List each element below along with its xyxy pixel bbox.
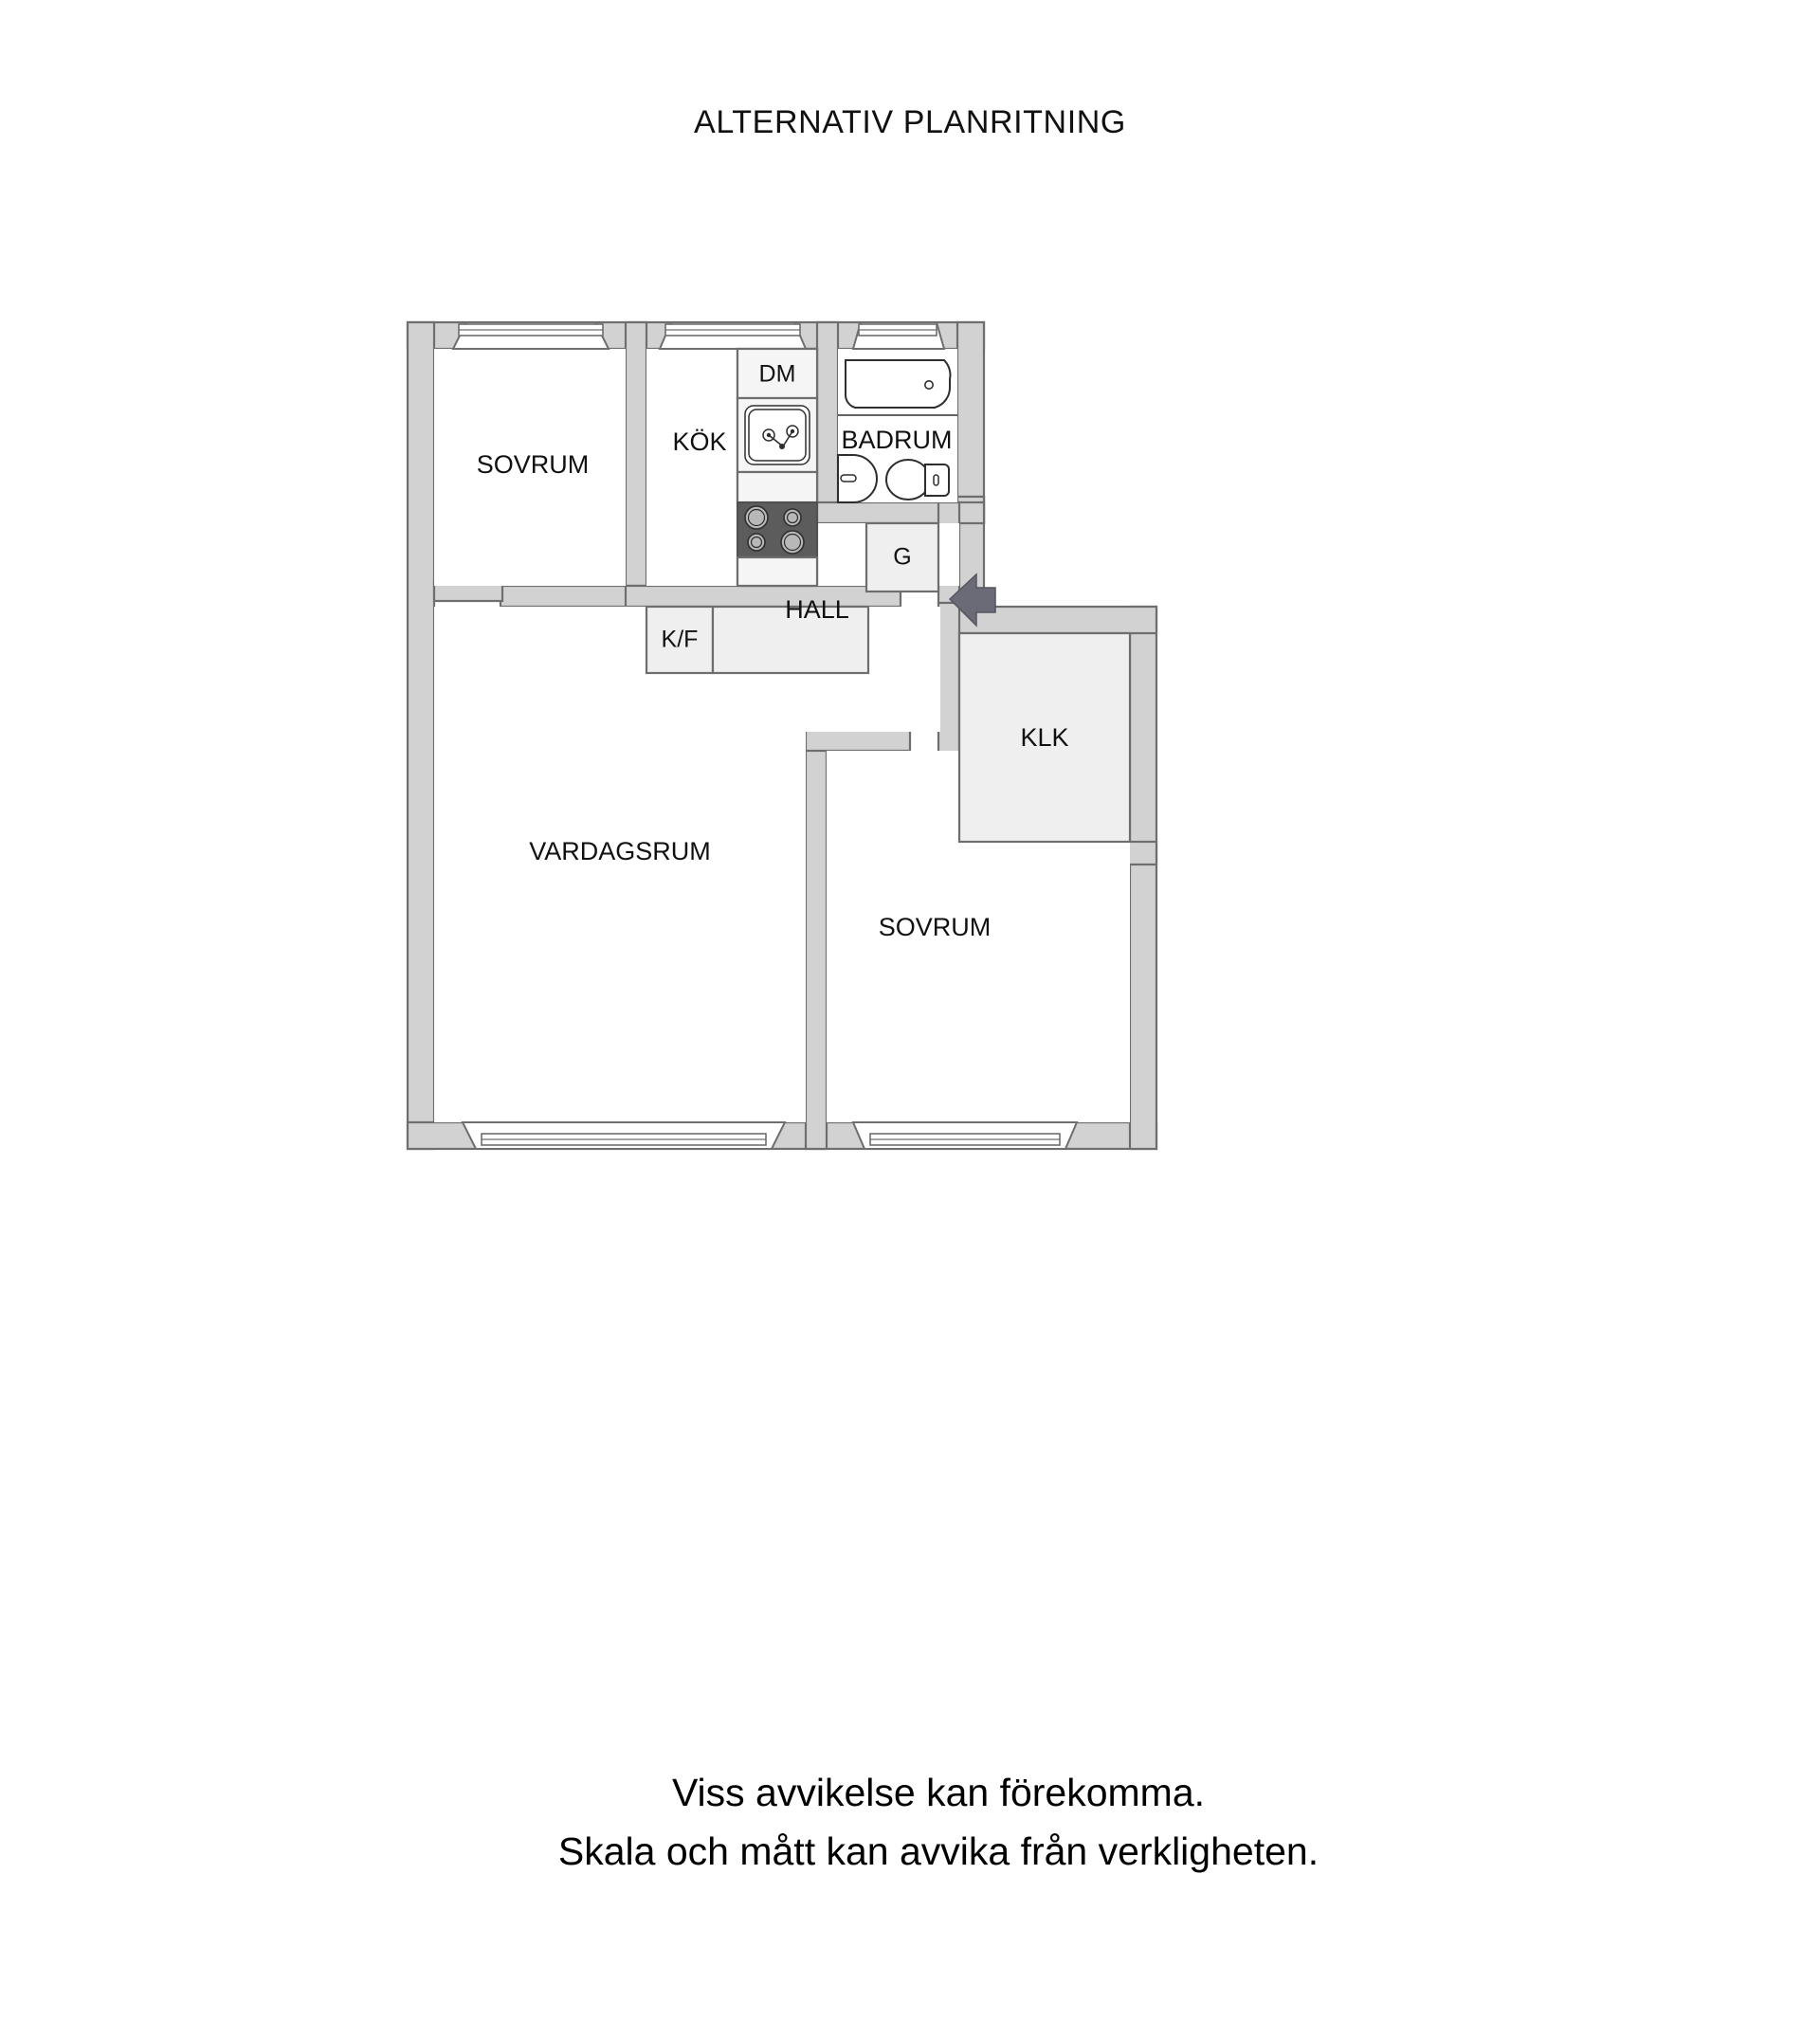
label-hall: HALL [785, 595, 849, 624]
wall-sovrum-kok [624, 320, 648, 609]
label-sovrum-bottom: SOVRUM [879, 913, 992, 941]
stove [737, 501, 818, 558]
label-badrum: BADRUM [841, 426, 952, 454]
label-kok: KÖK [672, 428, 726, 456]
kitchen-sink [736, 396, 819, 474]
bathroom-fixtures [837, 359, 957, 503]
closets: G KLK [864, 521, 1132, 844]
wall-left [406, 320, 436, 1151]
washbasin [837, 454, 878, 503]
wall-right-lower [1128, 605, 1158, 1151]
wall-sovrum-top-stub [804, 728, 912, 753]
label-sovrum-top: SOVRUM [477, 450, 590, 479]
closet-klk: KLK [957, 631, 1132, 844]
window-sovrum-top [451, 321, 610, 350]
floorplan-drawing: DM [406, 320, 1526, 1507]
entrance-arrow-icon [948, 573, 996, 628]
closet-g: G [864, 521, 940, 593]
room-labels: SOVRUM KÖK BADRUM HALL VARDAGSRUM SOVRUM [477, 426, 992, 941]
window-kok [658, 321, 808, 350]
floorplan-svg: DM [406, 320, 1158, 1151]
toilet [885, 459, 950, 500]
wall-vardagsrum-sovrum [804, 728, 828, 1151]
room-sovrum-top [434, 349, 626, 586]
disclaimer-line-2: Skala och mått kan avvika från verklighe… [557, 1829, 1320, 1873]
fridge-freezer-run: K/F [645, 605, 870, 675]
windows [451, 321, 1079, 1150]
window-badrum [851, 321, 946, 350]
kitchen-counter-lower [736, 555, 819, 588]
page-title: ALTERNATIV PLANRITNING [694, 104, 1126, 140]
closet-klk-label: KLK [1020, 723, 1068, 752]
wall-right-upper [956, 320, 986, 525]
disclaimer-caption: Viss avvikelse kan förekomma. Skala och … [0, 1763, 1820, 1881]
dishwasher-unit [736, 347, 819, 400]
fridge-freezer-unit [645, 605, 715, 675]
label-vardagsrum: VARDAGSRUM [529, 837, 711, 865]
dishwasher-label: DM [759, 361, 796, 388]
closet-g-label: G [893, 544, 911, 571]
kitchen-counter-run [711, 605, 870, 675]
kitchen-counter-mid [736, 470, 819, 504]
window-vardagsrum [461, 1121, 787, 1150]
disclaimer-line-1: Viss avvikelse kan förekomma. [671, 1771, 1206, 1814]
bathtub [845, 359, 952, 409]
window-sovrum-bottom [851, 1121, 1079, 1150]
wall-kok-badrum [815, 320, 840, 525]
fridge-freezer-label: K/F [662, 627, 699, 653]
kitchen-fixtures: DM [645, 347, 870, 675]
wall-kok-bottom [624, 584, 902, 609]
